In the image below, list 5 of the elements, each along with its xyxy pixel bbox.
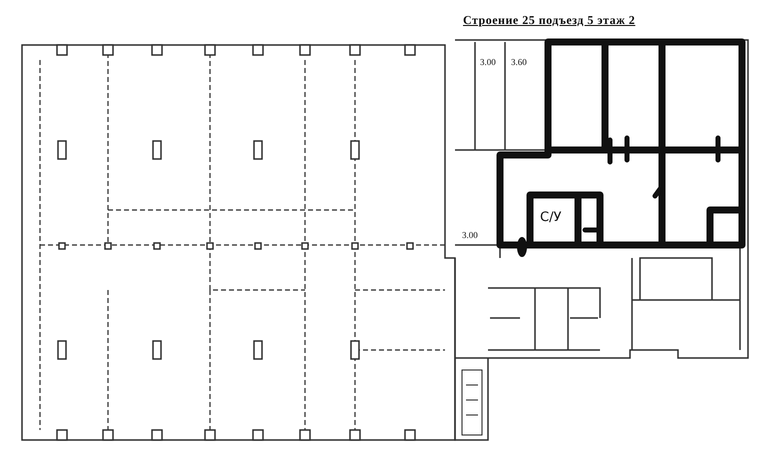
room-dimension: 3.60 [511, 58, 527, 67]
room-dimension: 3.00 [480, 58, 496, 67]
room-label: С/У [540, 211, 562, 224]
room-dimension: 3.00 [462, 231, 478, 240]
plan-title: Строение 25 подъезд 5 этаж 2 [463, 14, 636, 26]
